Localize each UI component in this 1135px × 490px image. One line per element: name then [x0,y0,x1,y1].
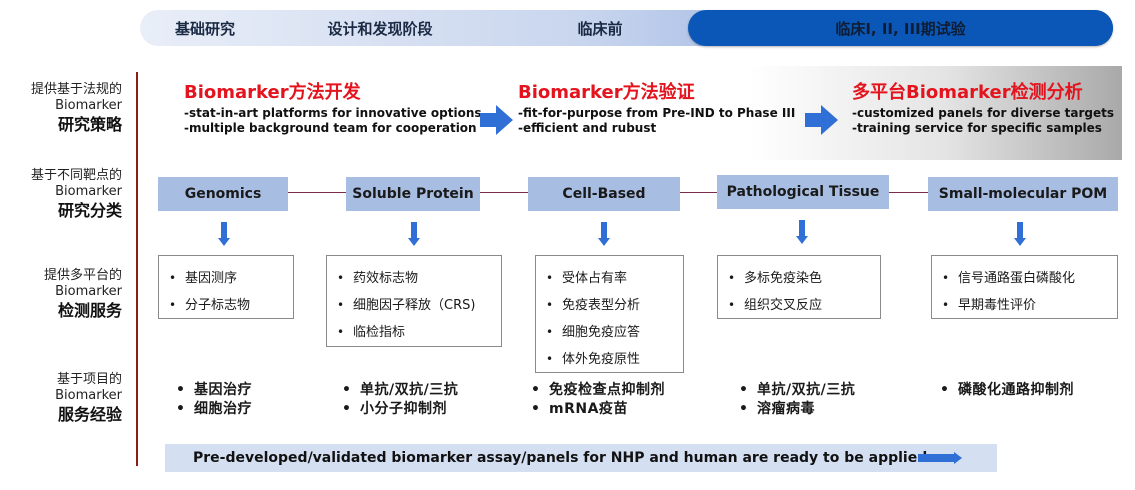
list-item: 组织交叉反应 [728,292,880,319]
list-item: 免疫检查点抑制剂 [531,381,665,400]
list-item: 磷酸化通路抑制剂 [940,381,1074,400]
list-item: 基因治疗 [176,381,252,400]
category-small-molecular-pom: Small-molecular POM [928,177,1118,211]
experience-soluble-protein: 单抗/双抗/三抗 小分子抑制剂 [342,381,458,419]
arrow-right-icon [918,452,962,464]
list-item: 溶瘤病毒 [739,400,855,419]
service-box-genomics: 基因测序 分子标志物 [158,255,294,319]
list-item: 细胞因子释放（CRS) [337,292,501,319]
list-item: 临检指标 [337,319,501,346]
list-item: 药效标志物 [337,265,501,292]
row-label-classification: 基于不同靶点的 Biomarker 研究分类 [30,168,122,220]
list-item: 多标免疫染色 [728,265,880,292]
category-genomics: Genomics [158,177,288,211]
list-item: 小分子抑制剂 [342,400,458,419]
list-item: mRNA疫苗 [531,400,665,419]
phase-basic-research: 基础研究 [174,19,235,38]
strategy-development: Biomarker方法开发 -stat-in-art platforms for… [184,82,482,135]
experience-cell-based: 免疫检查点抑制剂 mRNA疫苗 [531,381,665,419]
service-box-soluble-protein: 药效标志物 细胞因子释放（CRS) 临检指标 [326,255,502,347]
arrow-right-icon [480,105,513,135]
phase-clinical-trials: 临床I, II, III期试验 [688,10,1113,46]
list-item: 细胞治疗 [176,400,252,419]
phase-preclinical: 临床前 [577,19,623,38]
row-label-experience: 基于项目的 Biomarker 服务经验 [55,372,122,424]
row-divider-line [136,72,138,466]
list-item: 分子标志物 [169,292,293,319]
list-item: 免疫表型分析 [546,292,683,319]
strategy-multiplatform: 多平台Biomarker检测分析 -customized panels for … [852,82,1115,135]
experience-small-molecular: 磷酸化通路抑制剂 [940,381,1074,400]
row-label-strategy: 提供基于法规的 Biomarker 研究策略 [30,82,122,134]
list-item: 信号通路蛋白磷酸化 [942,265,1117,292]
experience-genomics: 基因治疗 细胞治疗 [176,381,252,419]
list-item: 细胞免疫应答 [546,319,683,346]
arrow-down-icon [408,222,420,246]
list-item: 体外免疫原性 [546,346,683,373]
strategy-band [140,66,1122,160]
arrow-down-icon [218,222,230,246]
phase-design-discovery: 设计和发现阶段 [327,19,433,38]
bottom-banner: Pre-developed/validated biomarker assay/… [165,444,997,472]
arrow-down-icon [598,222,610,246]
service-box-pathological-tissue: 多标免疫染色 组织交叉反应 [717,255,881,319]
service-box-cell-based: 受体占有率 免疫表型分析 细胞免疫应答 体外免疫原性 [535,255,684,373]
arrow-right-icon [805,105,838,135]
list-item: 单抗/双抗/三抗 [342,381,458,400]
category-cell-based: Cell-Based [528,177,680,211]
arrow-down-icon [1014,222,1026,246]
strategy-validation: Biomarker方法验证 -fit-for-purpose from Pre-… [518,82,796,135]
list-item: 受体占有率 [546,265,683,292]
category-soluble-protein: Soluble Protein [346,177,480,211]
service-box-small-molecular: 信号通路蛋白磷酸化 早期毒性评价 [931,255,1118,319]
row-label-testing: 提供多平台的 Biomarker 检测服务 [43,268,122,320]
list-item: 早期毒性评价 [942,292,1117,319]
list-item: 基因测序 [169,265,293,292]
experience-pathological-tissue: 单抗/双抗/三抗 溶瘤病毒 [739,381,855,419]
category-pathological-tissue: Pathological Tissue [717,175,889,209]
arrow-down-icon [796,220,808,244]
list-item: 单抗/双抗/三抗 [739,381,855,400]
